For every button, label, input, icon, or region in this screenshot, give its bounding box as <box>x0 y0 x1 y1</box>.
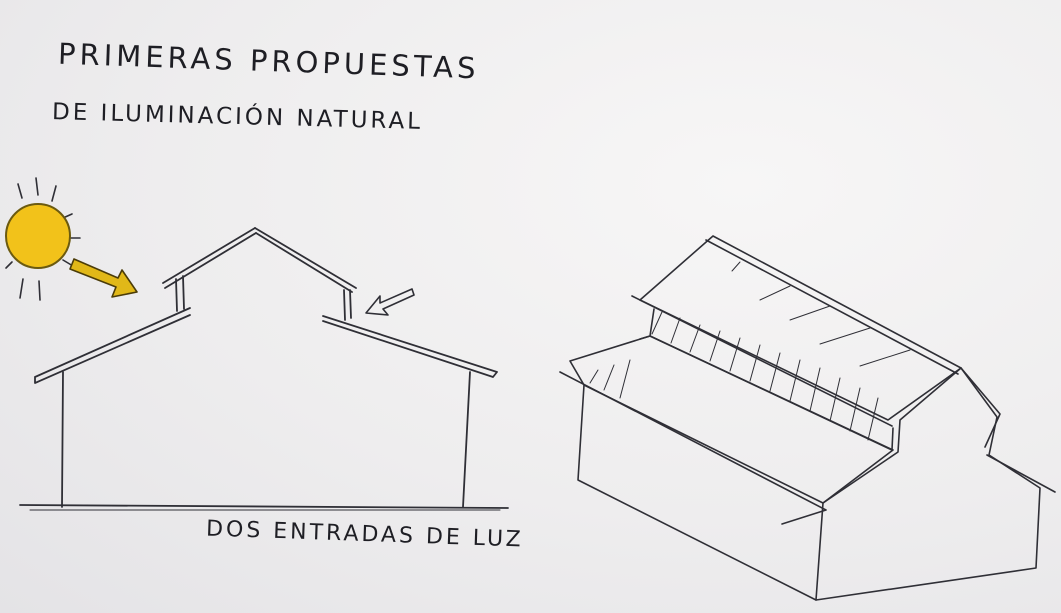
clerestory-band <box>639 308 894 451</box>
perspective-house <box>559 235 1056 601</box>
ground-line <box>19 504 509 509</box>
upper-roof-plane <box>639 235 962 421</box>
left-lower-roof <box>34 307 191 384</box>
sun-icon <box>5 177 81 301</box>
lower-roof-plane <box>569 335 894 504</box>
right-lower-roof <box>322 315 498 378</box>
pointer-arrow-icon <box>365 288 415 316</box>
sun-disc <box>5 203 71 269</box>
gable-end <box>815 367 1041 601</box>
light-arrow-icon <box>69 258 138 298</box>
sun-rays <box>5 177 81 301</box>
gable-roof-edge <box>960 367 1001 448</box>
section-house <box>19 227 509 511</box>
left-clerestory <box>175 275 185 312</box>
upper-roof-ridge <box>705 239 959 375</box>
left-wall <box>61 371 64 508</box>
lower-roof-eave <box>559 371 827 525</box>
front-wall <box>577 384 824 601</box>
gable-lower-edge <box>986 454 1056 493</box>
roof-hatching <box>589 261 911 441</box>
right-clerestory <box>343 289 352 321</box>
right-wall <box>462 371 471 508</box>
left-upper-roof <box>162 227 257 289</box>
right-upper-roof <box>254 227 357 293</box>
upper-roof-eave <box>631 295 893 427</box>
